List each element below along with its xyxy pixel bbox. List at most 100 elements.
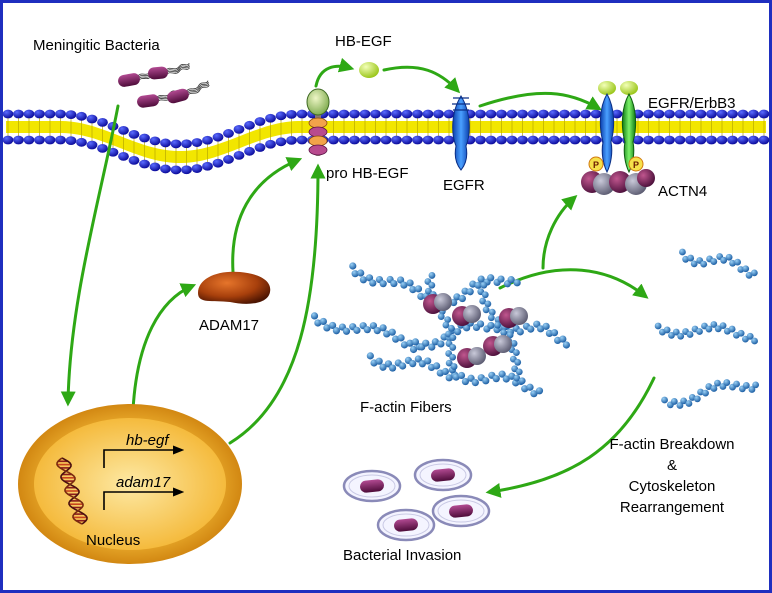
lipid-head <box>727 135 738 145</box>
actin-monomer <box>487 321 495 330</box>
lipid-head <box>212 158 224 168</box>
actin-monomer <box>369 279 377 287</box>
lipid-head <box>170 165 182 175</box>
bacterium-icon <box>167 80 210 104</box>
lipid-head <box>538 109 549 119</box>
lipid-head <box>569 135 581 145</box>
lipid-head <box>569 109 581 119</box>
lipid-head <box>370 109 381 119</box>
actin-monomer <box>454 328 462 336</box>
actin-monomer <box>737 329 745 337</box>
actin-monomer <box>527 325 535 333</box>
pro-hbegf-segment <box>308 117 328 129</box>
lipid-head <box>422 109 434 119</box>
arrow-breakdown-to-invasion <box>485 376 656 498</box>
label-breakdown-line2: & <box>667 457 677 474</box>
complex-erbb3-chain <box>621 92 637 174</box>
actin-monomer <box>488 308 496 316</box>
actin-monomer <box>424 287 432 295</box>
lipid-head <box>611 109 623 119</box>
actin-monomer <box>514 358 522 366</box>
lipid-head <box>590 109 602 119</box>
lipid-head <box>433 135 444 145</box>
arrow-fibers-to-actn4 <box>541 195 578 270</box>
actin-monomer <box>487 274 495 282</box>
actin-monomer <box>414 285 423 293</box>
actin-monomer <box>510 340 518 347</box>
pro-hbegf-segment <box>308 144 328 156</box>
actin-monomer <box>670 398 678 405</box>
label-gene-adam17: adam17 <box>116 474 171 491</box>
actin-monomer <box>449 353 457 361</box>
actin-monomer <box>685 400 693 407</box>
actin-monomer <box>672 328 680 336</box>
actin-monomer <box>492 375 500 383</box>
lipid-head <box>380 109 392 119</box>
actin-monomer <box>357 269 365 277</box>
pro-hbegf-cap <box>306 88 330 116</box>
lipid-head <box>97 117 108 127</box>
actin-monomer <box>441 367 449 376</box>
lipid-head <box>13 109 24 119</box>
lipid-head <box>223 129 234 138</box>
actin-monomer <box>392 335 400 343</box>
actin-monomer <box>399 362 407 370</box>
actin-monomer <box>705 325 713 333</box>
lipid-head <box>401 109 413 119</box>
actin-monomer <box>542 322 550 330</box>
label-breakdown-line4: Rearrangement <box>620 499 725 516</box>
lipid-head <box>401 135 413 145</box>
actin-monomer <box>512 349 520 357</box>
actn4-on-fiber <box>510 307 528 325</box>
actin-monomer <box>742 382 750 389</box>
lipid-head <box>758 109 770 119</box>
bacterium-body <box>167 88 189 104</box>
lipid-head <box>44 109 56 119</box>
actin-monomer <box>668 331 675 339</box>
actin-monomer <box>513 374 521 382</box>
phospho-label-right: P <box>633 160 639 170</box>
lipid-head <box>391 135 402 145</box>
actin-monomer <box>748 386 756 393</box>
actin-monomer <box>497 275 505 283</box>
arrow-prohbegf-to-hbegf <box>314 57 355 88</box>
label-gene-hbegf: hb-egf <box>126 432 170 449</box>
actin-monomer <box>461 377 470 386</box>
actin-monomer <box>373 327 381 335</box>
lipid-head <box>664 135 675 145</box>
lipid-head <box>380 135 392 145</box>
lipid-head <box>706 135 717 145</box>
actin-monomer <box>714 325 722 333</box>
actn4-subunit <box>637 169 655 187</box>
lipid-head <box>275 111 287 121</box>
actin-monomer <box>477 275 485 283</box>
lipid-head <box>748 135 759 145</box>
actin-monomer <box>444 316 452 324</box>
lipid-head <box>55 135 66 145</box>
flagellum <box>165 62 190 71</box>
lipid-head <box>527 109 539 119</box>
actin-monomer <box>458 294 466 303</box>
invading-bacteria <box>342 458 491 542</box>
lipid-head <box>359 135 371 145</box>
actin-monomer <box>479 297 487 305</box>
pro-hbegf-protein <box>306 88 330 156</box>
lipid-head <box>674 135 686 145</box>
actin-monomer <box>457 371 466 380</box>
actin-monomer <box>314 319 322 327</box>
actin-monomer <box>448 324 455 332</box>
actin-monomer <box>733 380 740 388</box>
actin-monomer <box>351 270 359 278</box>
lipid-head <box>34 135 45 145</box>
actin-monomer <box>705 383 713 390</box>
actn4-on-fiber <box>494 335 512 353</box>
vacuole-inner <box>348 474 396 498</box>
lipid-head <box>737 109 749 119</box>
lipid-head <box>590 135 602 145</box>
actin-monomer <box>406 279 414 287</box>
lipid-head <box>254 143 266 152</box>
actin-monomer <box>487 314 495 322</box>
lipid-head <box>2 135 14 145</box>
actin-monomer <box>696 328 703 335</box>
actin-monomer <box>481 291 489 299</box>
